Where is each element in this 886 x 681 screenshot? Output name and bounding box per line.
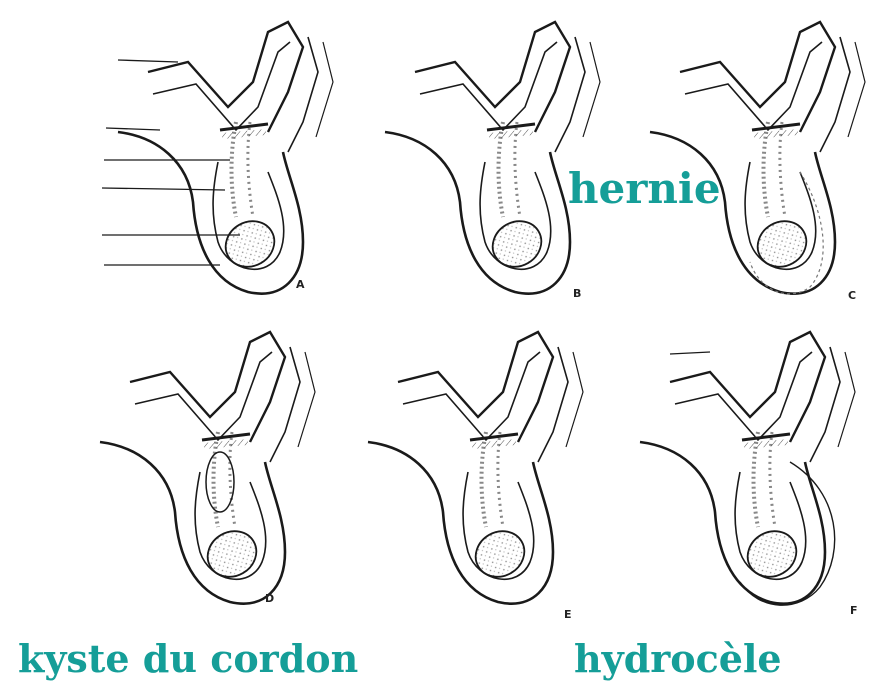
caption-hydrocele: hydrocèle [574, 636, 782, 681]
panel-c: C [650, 22, 865, 302]
panel-c-letter: C [848, 289, 856, 302]
panel-a-letter: A [296, 278, 305, 291]
panel-b-letter: B [573, 287, 581, 300]
panel-f-letter: F [850, 604, 858, 617]
panel-b: B [385, 22, 600, 300]
panel-e: E [368, 332, 583, 621]
panel-d-letter: D [265, 592, 274, 605]
caption-kyste-du-cordon: kyste du cordon [18, 636, 358, 681]
panel-a: A [118, 22, 333, 294]
caption-hernie: hernie [568, 164, 721, 213]
panel-f: F [640, 332, 858, 617]
panel-e-letter: E [564, 608, 572, 621]
panel-a-leader-lines [102, 60, 240, 265]
panel-d: D [100, 332, 315, 605]
